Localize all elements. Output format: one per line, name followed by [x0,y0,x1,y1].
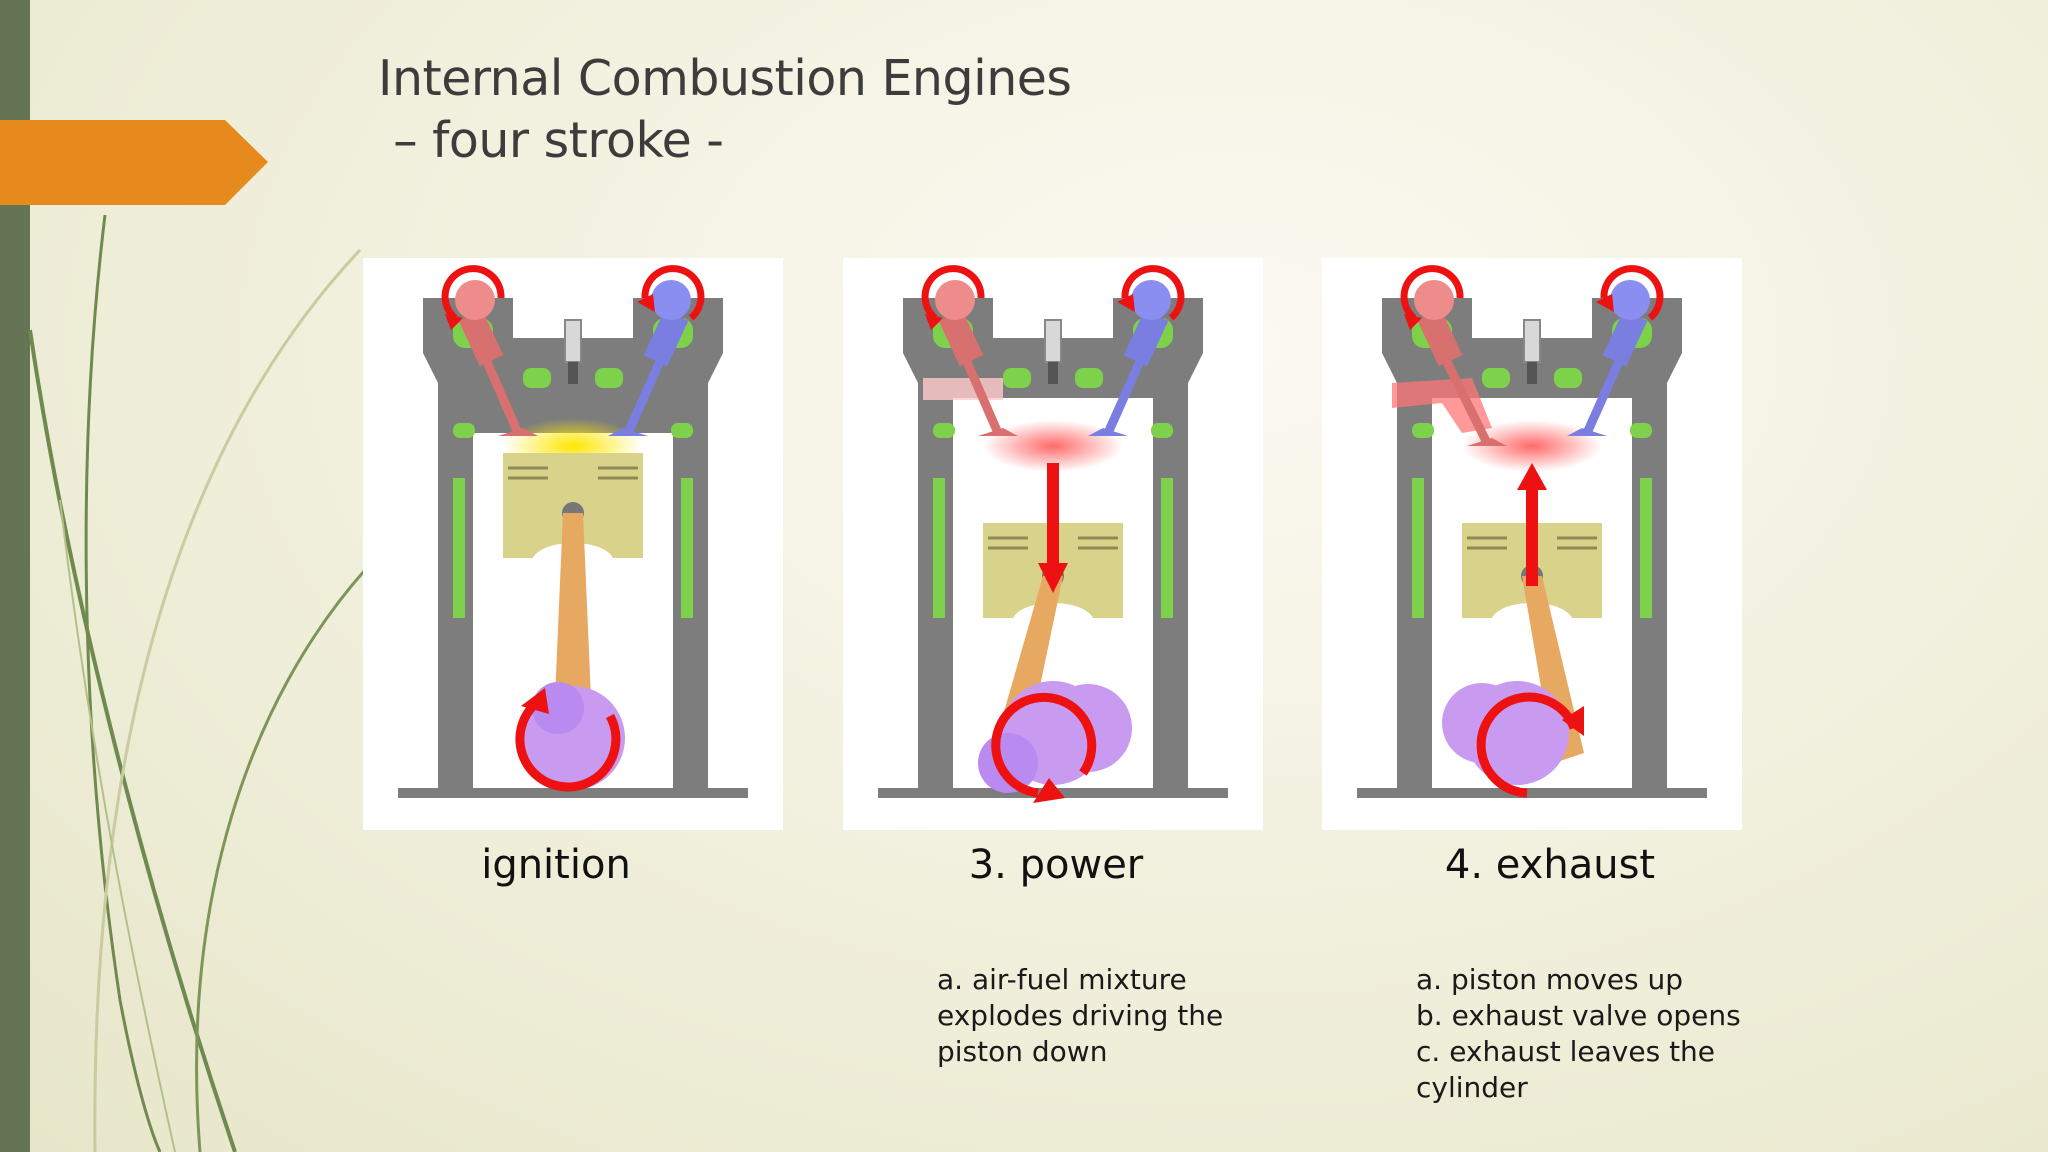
power-description-line: a. air-fuel mixture [937,963,1187,996]
stroke-label-power: 3. power [968,842,1144,888]
exhaust-description-line: c. exhaust leaves the [1416,1035,1716,1068]
exhaust-description-line: b. exhaust valve opens [1416,999,1741,1032]
power-description: a. air-fuel mixture explodes driving the… [937,962,1223,1070]
engine-diagram-power [843,258,1263,830]
engine-diagram-ignition [363,258,783,830]
engine-diagram-exhaust [1322,258,1742,830]
exhaust-description-line: cylinder [1416,1071,1528,1104]
slide-title: Internal Combustion Engines – four strok… [378,48,1072,172]
title-line-1: Internal Combustion Engines [378,50,1072,107]
grass-decoration [28,214,367,1152]
power-description-line: explodes driving the [937,999,1224,1032]
exhaust-description: a. piston moves up b. exhaust valve open… [1416,962,1741,1106]
exhaust-description-line: a. piston moves up [1416,963,1684,996]
title-line-2: – four stroke - [378,112,724,169]
stroke-label-ignition: ignition [481,842,631,888]
stroke-label-exhaust: 4. exhaust [1444,842,1656,888]
orange-arrow-tab [0,120,268,205]
power-description-line: piston down [937,1035,1108,1068]
